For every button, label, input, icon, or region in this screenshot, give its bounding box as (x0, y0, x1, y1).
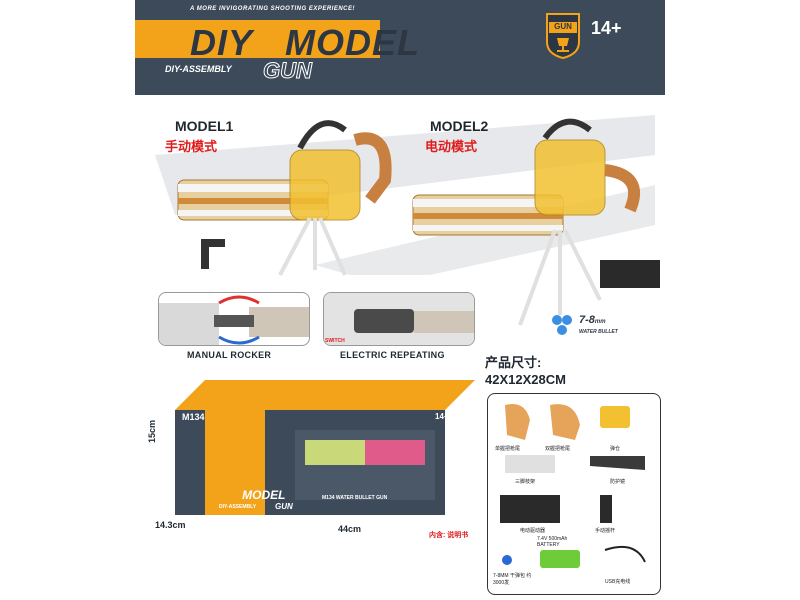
model1-subtitle: 手动模式 (165, 139, 218, 154)
part-label: 单握把枪尾 (495, 446, 521, 452)
parts-illustrations (500, 404, 646, 568)
manual-mode-panel (158, 292, 310, 346)
title-model: MODEL (285, 22, 420, 63)
bullet-label: WATER BULLET (579, 329, 618, 335)
model2-subtitle: 电动模式 (425, 139, 478, 154)
box-age: 14+ (435, 412, 449, 421)
water-bullet-icon (552, 315, 572, 335)
electric-mode-panel (323, 292, 475, 346)
box-side-text: M134 (182, 412, 205, 422)
box-logo: DIY MODEL (219, 488, 286, 502)
packaging-box-image (175, 380, 475, 515)
part-label: USB充电线 (605, 579, 631, 585)
gun-shield-badge-icon (546, 13, 580, 60)
electric-repeating-illustration (324, 293, 474, 345)
title-gun: GUN (263, 58, 313, 84)
badge-text: GUN (554, 22, 572, 31)
box-logo-gun: GUN (275, 502, 293, 511)
title-diy: DIY (190, 22, 254, 63)
box-height-dimension: 15cm (147, 419, 157, 443)
product-size-label: 产品尺寸: (485, 355, 542, 370)
hand-crank-icon (201, 239, 225, 269)
part-label: 双握把枪尾 (545, 446, 571, 452)
switch-label: SWITCH (325, 338, 345, 344)
part-label: 7-8MM 干弹包 约3000发 (493, 573, 532, 586)
part-label: 7.4V 500mAh BATTERY (537, 536, 568, 548)
manual-rocker-label: MANUAL ROCKER (187, 350, 272, 360)
box-depth-dimension: 14.3cm (155, 520, 186, 530)
orange-title-band (135, 20, 380, 58)
model1-title: MODEL1 (175, 118, 234, 134)
product-poster: A MORE INVIGORATING SHOOTING EXPERIENCE!… (135, 0, 665, 600)
bullet-size: 7-8mm (579, 314, 606, 326)
box-width-dimension: 44cm (338, 524, 362, 534)
title-assembly: DIY-ASSEMBLY (165, 64, 232, 74)
electric-repeating-label: ELECTRIC REPEATING (340, 350, 445, 360)
tagline: A MORE INVIGORATING SHOOTING EXPERIENCE! (190, 6, 356, 12)
age-rating: 14+ (591, 18, 622, 38)
part-label: 手动摇杆 (595, 528, 616, 534)
part-label: 三脚枝架 (515, 479, 536, 485)
manual-rocker-illustration (159, 295, 309, 345)
box-contents-note: 内含: 说明书 (429, 532, 469, 539)
product-size-value: 42X12X28CM (485, 372, 566, 387)
part-label: 防护镜 (610, 479, 626, 485)
gun-model1-image (177, 120, 392, 276)
model2-title: MODEL2 (430, 118, 489, 134)
gun-model2-image (412, 118, 660, 326)
box-front-text: M134 WATER BULLET GUN (322, 495, 388, 501)
part-label: 电动驱动器 (520, 528, 546, 534)
box-logo-assembly: DIY-ASSEMBLY (219, 504, 257, 510)
part-label: 弹仓 (610, 446, 621, 452)
